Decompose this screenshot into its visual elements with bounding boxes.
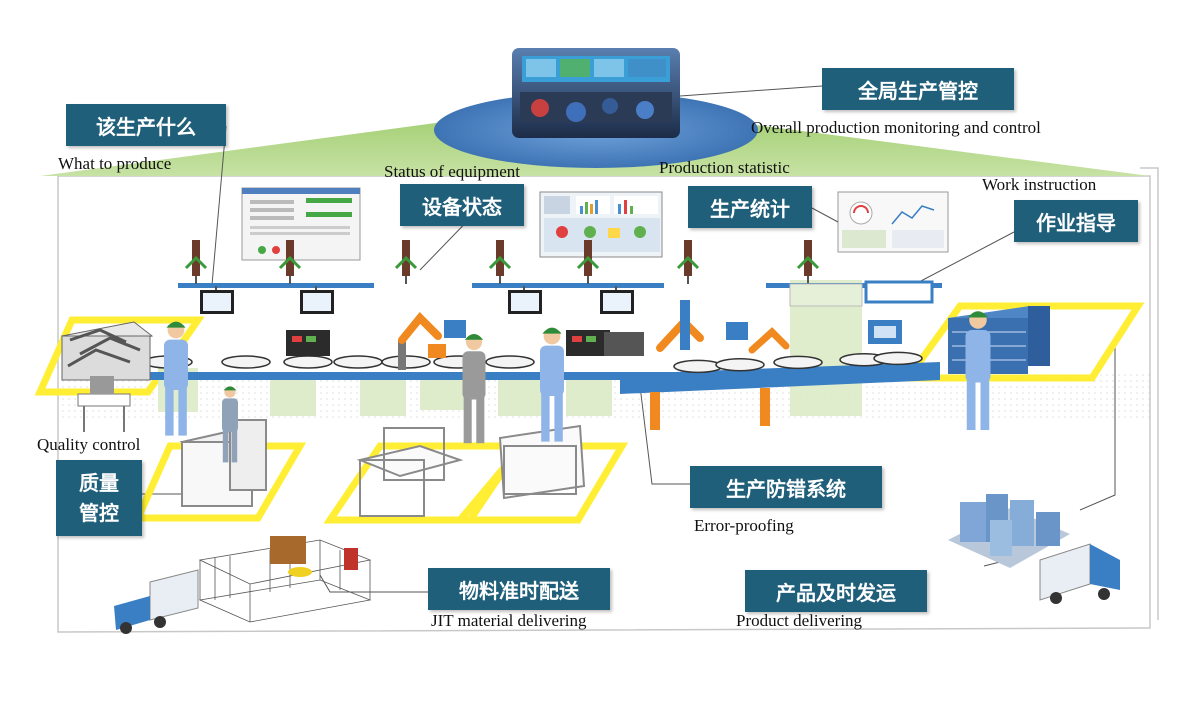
error-proofing-caption: Error-proofing [694, 516, 794, 535]
overall-control-tag: 全局生产管控 [822, 68, 1014, 110]
production-statistic-caption: Production statistic [659, 158, 790, 177]
part-item [873, 351, 923, 366]
part-item [283, 355, 333, 369]
order-form-screen [241, 187, 361, 261]
scrap-bin [60, 321, 154, 381]
monitor-icon [300, 286, 334, 314]
quality-control-tag-line2: 管控 [79, 501, 119, 525]
monitor-icon [200, 286, 234, 314]
part-item [673, 359, 723, 374]
error-proofing-tag: 生产防错系统 [690, 466, 882, 508]
what-to-produce-caption: What to produce [58, 154, 172, 173]
equipment-status-tag: 设备状态 [400, 184, 524, 226]
robot-arm-icon [398, 300, 790, 370]
station-boxes [286, 280, 934, 356]
overall-control-caption: Overall production monitoring and contro… [751, 118, 1041, 137]
product-delivery-caption: Product delivering [736, 611, 863, 630]
product-truck-icon [1039, 543, 1120, 604]
control-room-photo [512, 48, 680, 138]
worker-icon [164, 321, 188, 436]
jit-delivery-tag: 物料准时配送 [428, 568, 610, 610]
worker-icon [164, 311, 991, 463]
production-statistic-tag: 生产统计 [688, 186, 812, 228]
part-item [333, 355, 383, 369]
monitor-icon [600, 286, 634, 314]
part-item [773, 355, 823, 370]
equipment-status-caption: Status of equipment [384, 162, 520, 181]
truck-icon [114, 569, 199, 634]
part-item [221, 355, 271, 369]
quality-control-tag-line1: 质量 [79, 471, 119, 495]
andon-light-icon [394, 240, 418, 284]
jit-delivery-caption: JIT material delivering [431, 611, 587, 630]
worker-icon [540, 327, 564, 442]
worker-icon [965, 311, 991, 430]
andon-lights [184, 240, 820, 284]
city-buildings-icon [948, 494, 1070, 568]
andon-light-icon [796, 240, 820, 284]
statistics-dashboard [837, 191, 949, 253]
product-delivery-tag: 产品及时发运 [745, 570, 927, 612]
quality-desk [77, 376, 131, 432]
andon-light-icon [184, 240, 208, 284]
andon-light-icon [278, 240, 302, 284]
quality-control-tag: 质量 管控 [56, 460, 142, 536]
conveyor-line [140, 362, 940, 430]
andon-light-icon [576, 240, 600, 284]
work-instruction-tag: 作业指导 [1014, 200, 1138, 242]
cart-icon [179, 419, 586, 517]
quality-control-caption: Quality control [37, 435, 141, 454]
part-item [715, 357, 765, 372]
jit-storage [198, 536, 372, 623]
andon-light-icon [488, 240, 512, 284]
station-monitors [200, 286, 634, 314]
monitor-icon [508, 286, 542, 314]
worker-icon [222, 386, 238, 463]
equipment-status-screen [539, 191, 663, 258]
parts-on-conveyor [143, 351, 923, 374]
worker-icon [462, 333, 486, 444]
warehouse-icon [948, 306, 1050, 374]
andon-light-icon [676, 240, 700, 284]
work-instruction-caption: Work instruction [982, 175, 1097, 194]
part-item [485, 355, 535, 369]
what-to-produce-tag: 该生产什么 [66, 104, 226, 146]
